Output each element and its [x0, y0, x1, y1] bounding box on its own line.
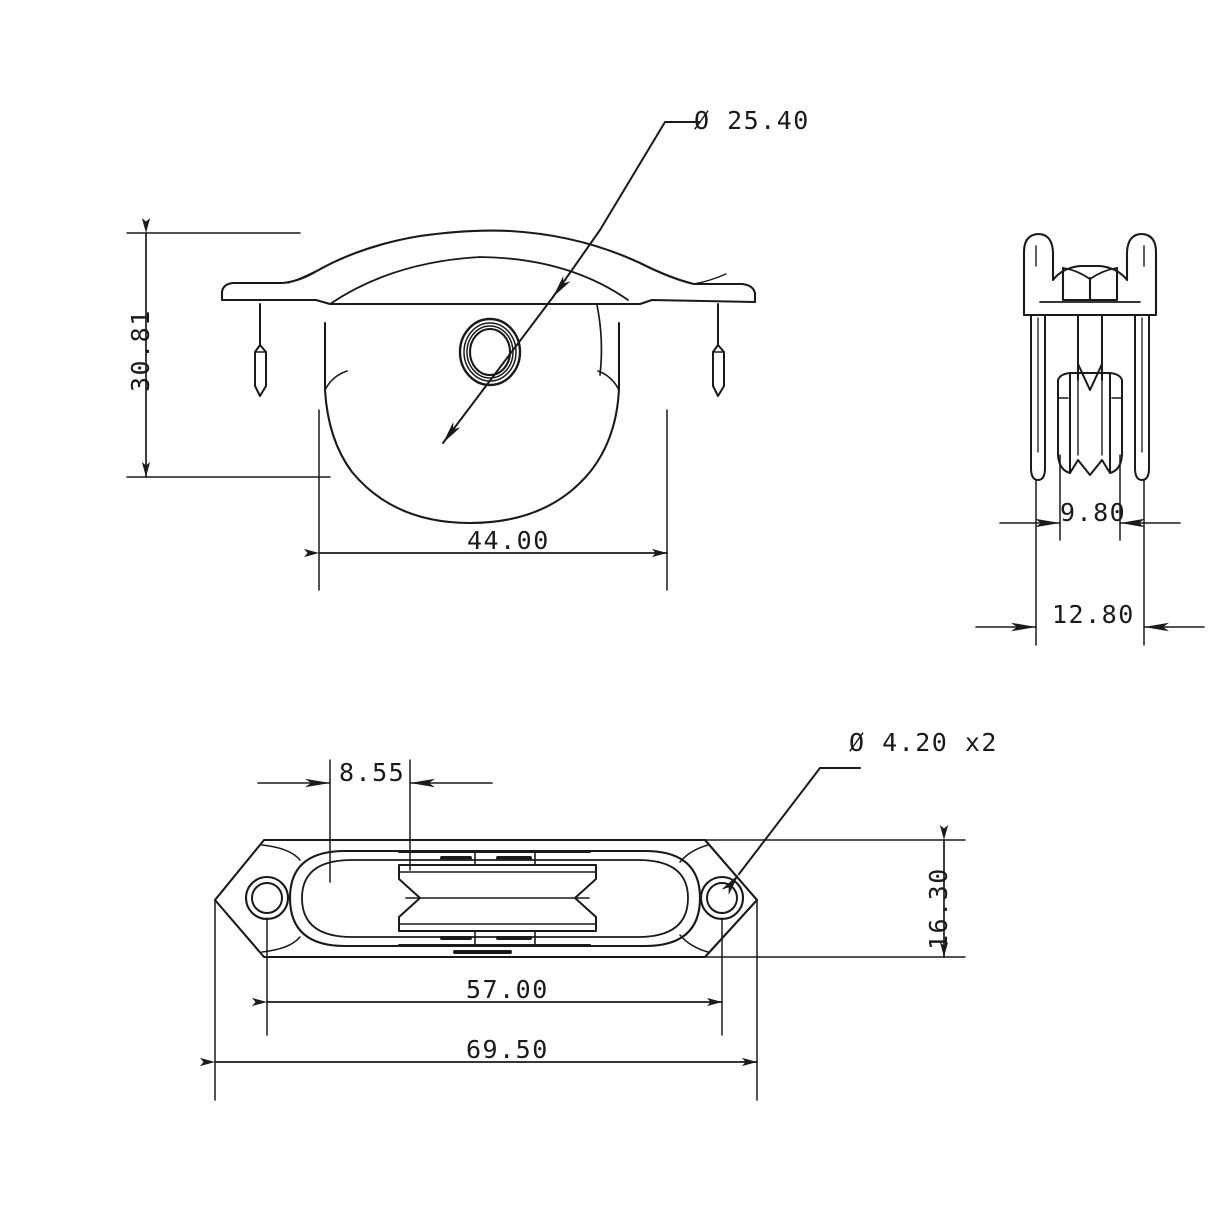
dim-label-groove-width: 9.80 [1060, 498, 1127, 527]
plan-oval-recess [288, 849, 702, 948]
side-sheave-groove [1057, 372, 1123, 476]
plan-sheave-slot [398, 851, 591, 946]
dim-hole-centres-57-00 [252, 917, 723, 1036]
plan-sheave-profile [398, 864, 597, 932]
dim-length-overall-69-50 [200, 899, 758, 1101]
diameter-leader-holes [721, 767, 861, 896]
side-cheek-legs [1030, 314, 1150, 481]
plan-mounting-hole-right [699, 875, 745, 921]
dim-label-diameter-sheave: Ø 25.40 [694, 106, 810, 135]
dim-height-30-81 [126, 218, 331, 478]
dim-label-hole-offset: 8.55 [339, 758, 406, 787]
front-sheave-outline [323, 321, 621, 525]
dim-body-height-16-30 [699, 825, 966, 958]
front-prong-left [254, 303, 267, 397]
dim-groove-9-80 [999, 454, 1181, 541]
dim-label-hole-centres: 57.00 [466, 975, 549, 1004]
dim-hole-offset-8-55 [257, 759, 493, 883]
diameter-leader-sheave [442, 121, 701, 444]
side-axle-stem [1077, 314, 1103, 391]
dim-label-diameter-holes: Ø 4.20 x2 [849, 728, 998, 757]
dim-label-cheek-width: 12.80 [1052, 600, 1135, 629]
plan-sheave-bearing-marks [440, 856, 532, 954]
front-elevation-geometry [220, 229, 757, 306]
dim-label-body-height: 16.30 [924, 867, 953, 950]
plan-mounting-hole-left [244, 875, 290, 921]
dim-cheek-12-80 [975, 479, 1205, 646]
dim-label-width-body: 44.00 [467, 526, 550, 555]
dim-label-length-overall: 69.50 [466, 1035, 549, 1064]
dim-width-44-00 [304, 409, 668, 591]
dim-label-height-overall: 30.81 [126, 309, 155, 392]
front-prong-right [712, 303, 725, 397]
side-elevation-geometry [1022, 232, 1158, 317]
plan-sheave-tick-marks [474, 851, 536, 946]
